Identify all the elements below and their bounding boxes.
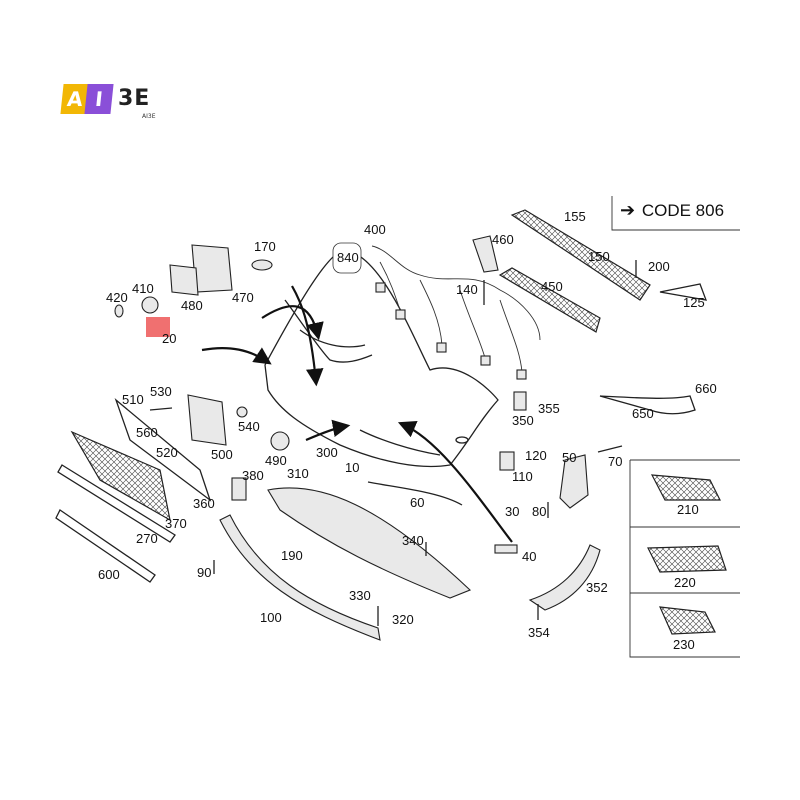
wiring-harness (371, 245, 541, 380)
callout-540: 540 (238, 419, 260, 434)
callout-20: 20 (162, 331, 176, 346)
callout-155: 155 (564, 209, 586, 224)
callout-110: 110 (512, 469, 533, 484)
sensor-bracket (169, 244, 273, 296)
callout-350: 350 (512, 413, 534, 428)
callout-460: 460 (492, 232, 514, 247)
callout-410: 410 (132, 281, 154, 296)
grille-insert-210 (650, 474, 721, 501)
callout-355: 355 (538, 401, 560, 416)
logo-subtitle: AI3E (142, 113, 156, 120)
chrome-strip (367, 481, 463, 506)
callout-600: 600 (98, 567, 120, 582)
callout-400: 400 (364, 222, 386, 237)
sensor-410 (141, 296, 159, 314)
trim-strip (599, 395, 696, 415)
callout-140: 140 (456, 282, 478, 297)
callout-270: 270 (136, 531, 158, 546)
leader-arrow-470 (261, 305, 324, 341)
callout-80: 80 (532, 504, 546, 519)
code-note-text: CODE 806 (641, 201, 725, 220)
callout-60: 60 (410, 495, 424, 510)
brand-logo: A I 3E AI3E (60, 84, 172, 120)
side-bracket (528, 544, 601, 611)
leader-arrow-40 (397, 421, 513, 543)
callout-500: 500 (211, 447, 233, 462)
callout-220: 220 (674, 575, 696, 590)
callout-354: 354 (528, 625, 550, 640)
callout-380: 380 (242, 468, 264, 483)
callout-480: 480 (181, 298, 203, 313)
callout-320: 320 (392, 612, 414, 627)
clip-110 (499, 451, 515, 471)
logo-word: 3E (118, 86, 151, 111)
callout-530: 530 (150, 384, 172, 399)
callout-660: 660 (695, 381, 717, 396)
license-plate-bracket (187, 394, 227, 446)
callout-840: 840 (337, 250, 359, 265)
clip-420 (114, 304, 124, 318)
screw-510 (149, 407, 173, 411)
lower-spoiler (219, 514, 381, 641)
callout-300: 300 (316, 445, 338, 460)
bracket-380 (231, 477, 247, 501)
callout-470: 470 (232, 290, 254, 305)
code-806-frame (611, 196, 740, 231)
callout-30: 30 (505, 504, 519, 519)
callout-190: 190 (281, 548, 303, 563)
callout-330: 330 (349, 588, 371, 603)
callout-560: 560 (136, 425, 158, 440)
leader-arrow-490 (305, 419, 351, 442)
clip-40 (494, 544, 518, 554)
callout-90: 90 (197, 565, 211, 580)
callout-210: 210 (677, 502, 699, 517)
callout-352: 352 (586, 580, 608, 595)
callout-370: 370 (165, 516, 187, 531)
mount-bracket (559, 454, 589, 509)
callout-100: 100 (260, 610, 282, 625)
sensor-490 (270, 431, 290, 451)
callout-840-frame (332, 242, 362, 274)
underbody-panel (267, 487, 472, 599)
callout-450: 450 (541, 279, 563, 294)
leader-arrow-840 (291, 285, 324, 387)
lower-grille-set (55, 397, 212, 583)
callout-40: 40 (522, 549, 536, 564)
corner-trim (659, 283, 708, 301)
code-note: ➔ CODE 806 (620, 200, 724, 221)
highlight-marker (146, 317, 170, 337)
callout-150: 150 (588, 249, 610, 264)
callout-230: 230 (673, 637, 695, 652)
callout-125: 125 (683, 295, 705, 310)
callout-520: 520 (156, 445, 178, 460)
inset-panel-frame (629, 459, 740, 658)
callout-200: 200 (648, 259, 670, 274)
callout-650: 650 (632, 406, 654, 421)
callout-50: 50 (562, 450, 576, 465)
callout-490: 490 (265, 453, 287, 468)
callout-420: 420 (106, 290, 128, 305)
leader-arrow-20 (201, 347, 272, 365)
callout-510: 510 (122, 392, 144, 407)
callout-170: 170 (254, 239, 276, 254)
callout-360: 360 (193, 496, 215, 511)
clip-540 (236, 406, 248, 418)
grille-insert-220 (647, 545, 727, 573)
grille-insert-230 (659, 606, 716, 635)
clip-355 (513, 391, 527, 411)
callout-310: 310 (287, 466, 309, 481)
upper-grille-strip (472, 209, 651, 333)
callout-10: 10 (345, 460, 359, 475)
callout-340: 340 (402, 533, 424, 548)
callout-120: 120 (525, 448, 547, 463)
right-arrow-icon: ➔ (620, 200, 636, 220)
callout-70: 70 (608, 454, 622, 469)
screw-70 (597, 445, 623, 453)
